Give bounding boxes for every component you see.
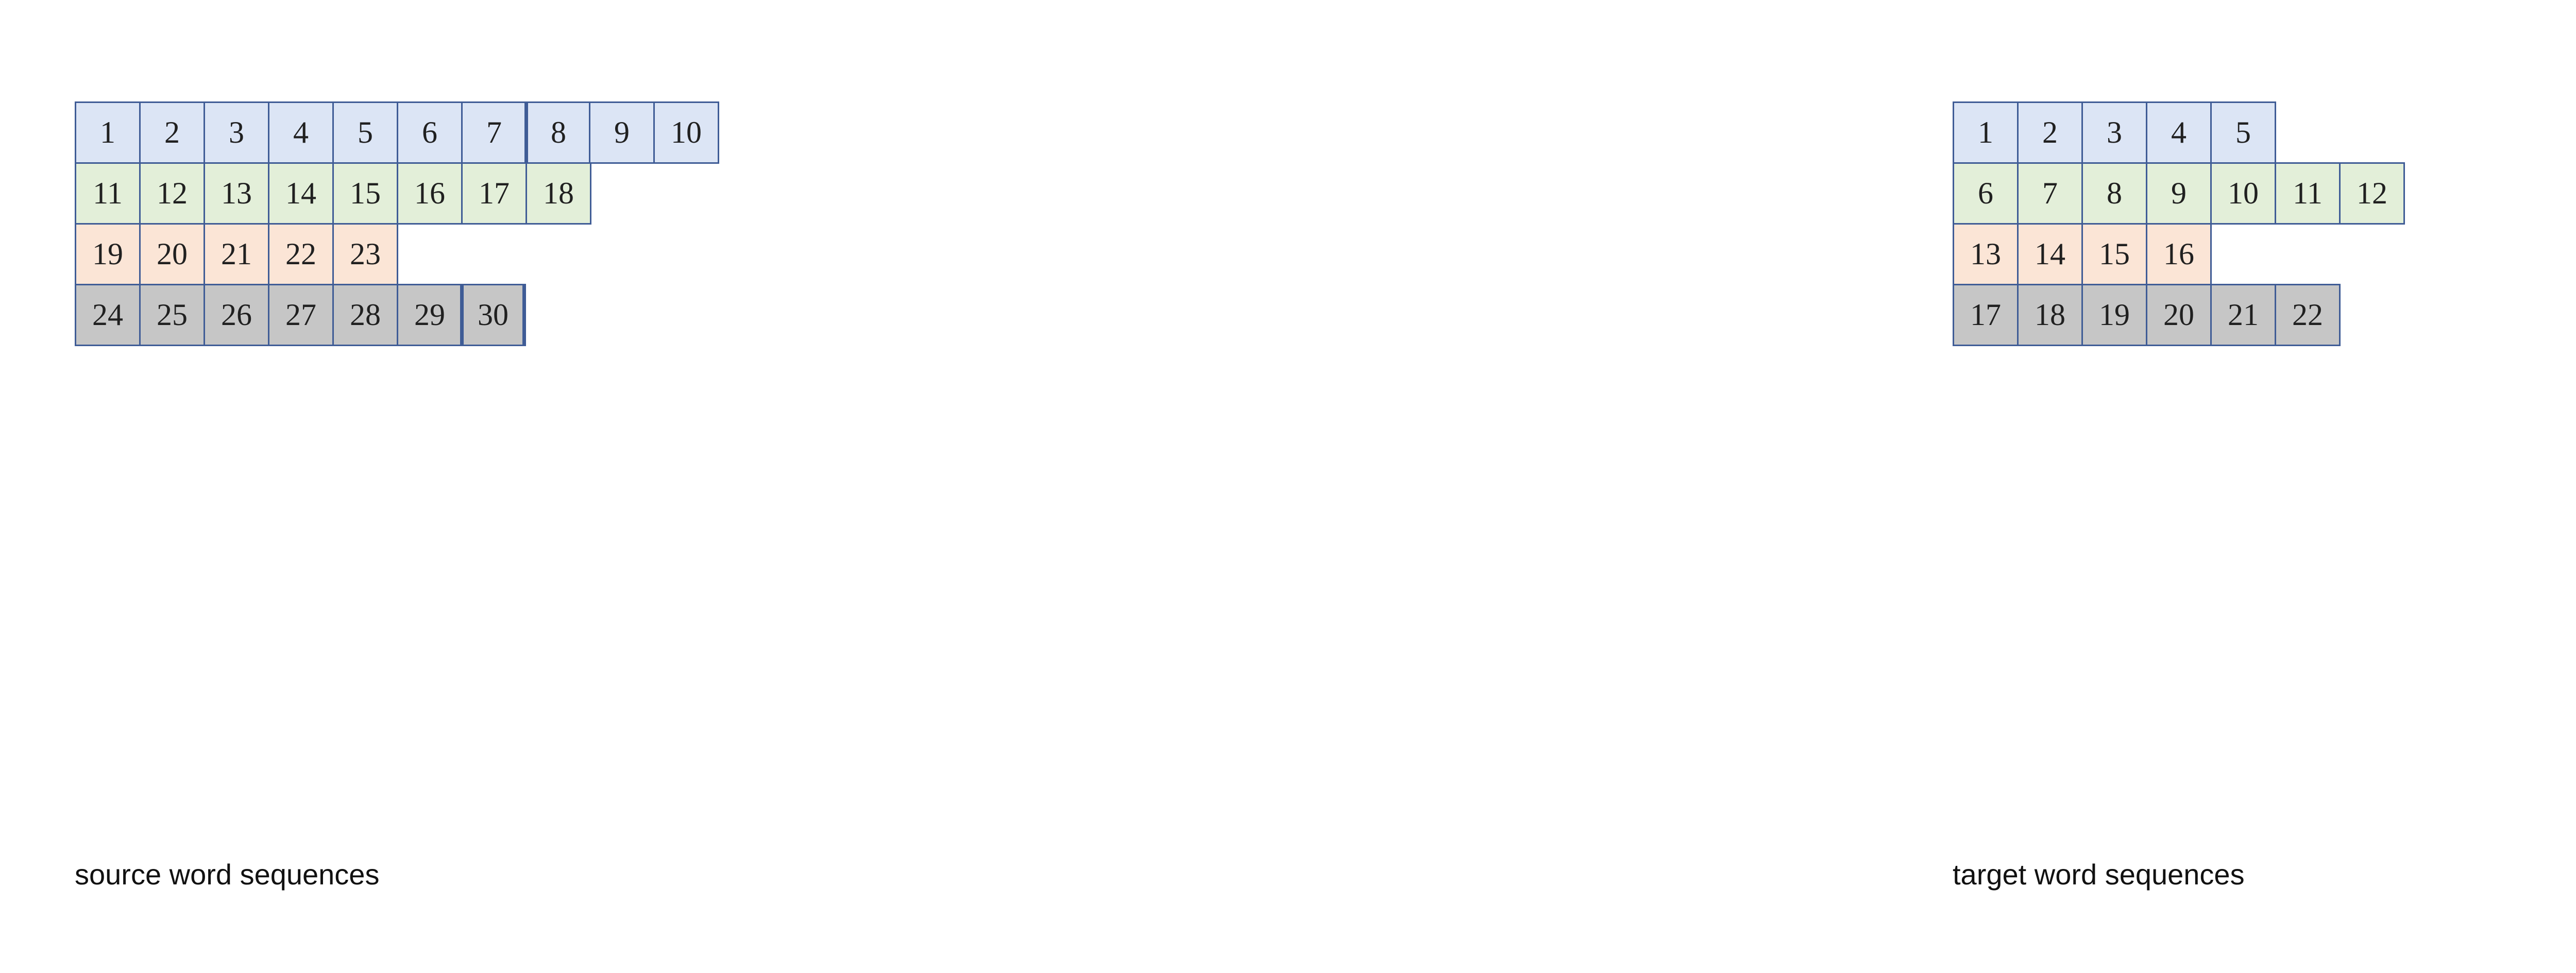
source-cell: 8 (524, 101, 590, 164)
target-cell: 12 (2339, 162, 2405, 225)
source-cell: 14 (268, 162, 334, 225)
target-cell: 6 (1953, 162, 2019, 225)
source-cell: 6 (397, 101, 463, 164)
source-cell: 24 (75, 284, 141, 346)
source-cell: 17 (461, 162, 527, 225)
source-cell: 26 (204, 284, 269, 346)
target-cell: 10 (2210, 162, 2276, 225)
source-cell: 10 (653, 101, 719, 164)
target-cell: 5 (2210, 101, 2276, 164)
target-cell: 22 (2275, 284, 2341, 346)
source-cell: 7 (461, 101, 527, 164)
target-cell: 11 (2275, 162, 2341, 225)
source-cell: 29 (397, 284, 463, 346)
source-cell: 30 (460, 284, 526, 346)
source-cell: 16 (397, 162, 463, 225)
target-cell: 13 (1953, 223, 2019, 285)
source-cell: 28 (332, 284, 398, 346)
target-cell: 3 (2081, 101, 2147, 164)
source-cell: 1 (75, 101, 141, 164)
source-cell: 3 (204, 101, 269, 164)
source-cell: 2 (139, 101, 205, 164)
target-cell: 20 (2146, 284, 2212, 346)
source-cell: 25 (139, 284, 205, 346)
target-cell: 14 (2017, 223, 2083, 285)
target-cell: 8 (2081, 162, 2147, 225)
source-cell: 4 (268, 101, 334, 164)
target-cell: 7 (2017, 162, 2083, 225)
source-cell: 5 (332, 101, 398, 164)
source-cell: 20 (139, 223, 205, 285)
target-cell: 16 (2146, 223, 2212, 285)
source-cell: 22 (268, 223, 334, 285)
source-cell: 15 (332, 162, 398, 225)
source-cell: 23 (332, 223, 398, 285)
source-cell: 21 (204, 223, 269, 285)
target-cell: 9 (2146, 162, 2212, 225)
source-cell: 13 (204, 162, 269, 225)
target-cell: 17 (1953, 284, 2019, 346)
target-caption: target word sequences (1953, 858, 2245, 891)
source-cell: 11 (75, 162, 141, 225)
source-cell: 18 (526, 162, 591, 225)
target-cell: 2 (2017, 101, 2083, 164)
target-cell: 15 (2081, 223, 2147, 285)
source-cell: 12 (139, 162, 205, 225)
target-cell: 21 (2210, 284, 2276, 346)
target-cell: 1 (1953, 101, 2019, 164)
target-cell: 18 (2017, 284, 2083, 346)
target-cell: 19 (2081, 284, 2147, 346)
source-cell: 9 (589, 101, 655, 164)
source-cell: 19 (75, 223, 141, 285)
source-caption: source word sequences (75, 858, 380, 891)
target-cell: 4 (2146, 101, 2212, 164)
source-cell: 27 (268, 284, 334, 346)
